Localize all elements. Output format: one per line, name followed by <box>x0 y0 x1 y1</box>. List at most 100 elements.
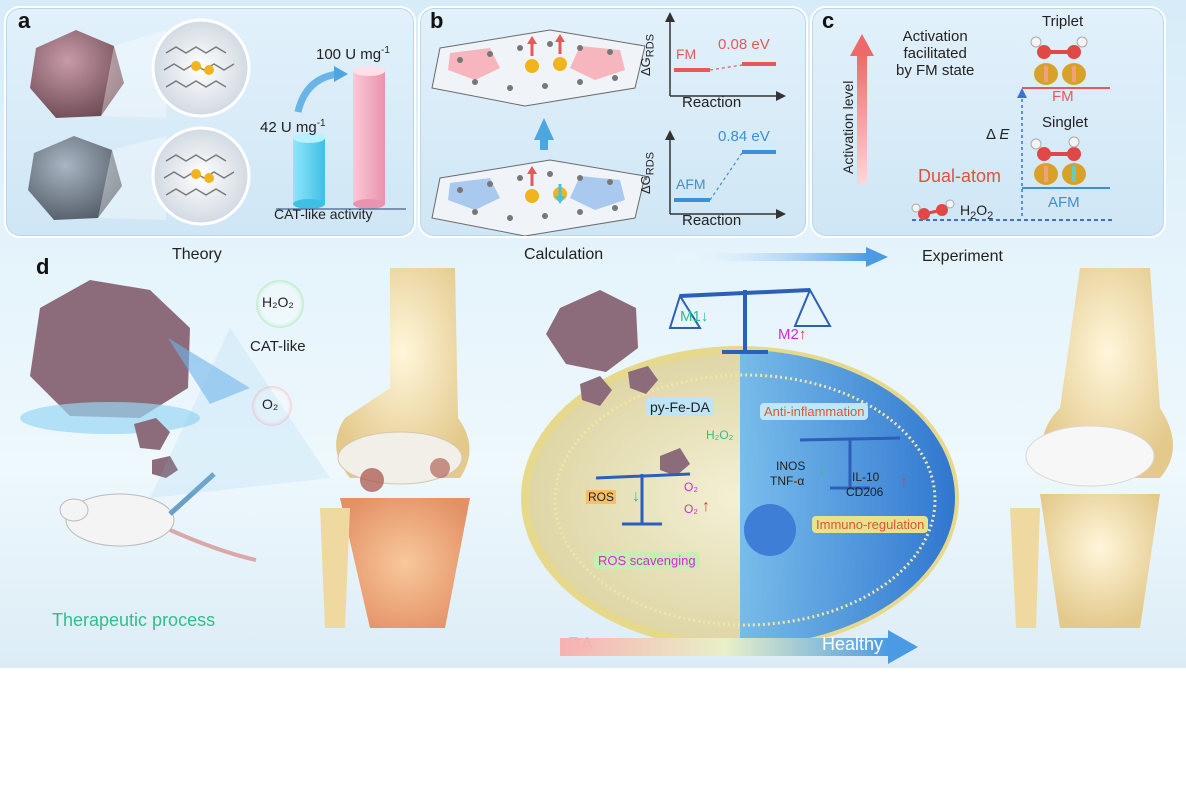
h2o2-o: O <box>976 202 988 218</box>
ylabel-bottom-sub: RDS <box>644 151 657 176</box>
panel-d-illustration <box>20 268 1173 664</box>
m2-text: M2 <box>778 326 799 343</box>
value-high-number: 100 <box>316 46 342 63</box>
il10-up-icon: ↑ <box>900 474 908 491</box>
ylabel-top-main: ΔG <box>638 57 653 76</box>
energy-plot-afm <box>665 130 786 219</box>
ros-down-icon: ↓ <box>632 488 640 505</box>
inos-label: INOS <box>776 459 806 473</box>
ylabel-bottom-main: ΔG <box>638 175 653 194</box>
h2o2-molecule <box>911 199 955 220</box>
m1-label: M1↓ <box>680 308 708 325</box>
panel-c-illustration <box>850 34 1112 221</box>
triplet-molecule <box>1030 36 1088 85</box>
experiment-label: Experiment <box>922 248 1003 265</box>
triplet-label: Triplet <box>1042 13 1084 30</box>
panel-d-label: d <box>36 254 50 279</box>
m1-text: M1 <box>680 308 701 325</box>
panel-c: c <box>810 6 1166 238</box>
dual-atom-label: Dual-atom <box>918 166 1002 186</box>
o2-up-icon: ↑ <box>702 498 710 515</box>
value-low-label: 42 U mg-1 <box>260 118 326 136</box>
balance-scale <box>668 287 832 354</box>
ros-label: ROS <box>586 490 617 504</box>
caption-line-1: Activation <box>902 28 968 45</box>
anti-inflammation-label: Anti-inflammation <box>760 403 869 420</box>
mouse <box>59 472 257 562</box>
m2-label: M2↑ <box>778 326 806 343</box>
calculation-label: Calculation <box>524 246 604 263</box>
cd206-label: CD206 <box>846 485 884 499</box>
bar-high <box>353 66 385 209</box>
o2-label-a: O₂ <box>684 480 698 494</box>
panel-a-label: a <box>18 8 31 33</box>
energy-plot-fm <box>665 12 786 101</box>
down-arrow-icon: ↓ <box>700 308 709 325</box>
nanoparticle-grey <box>28 136 122 220</box>
ylabel-top-sub: RDS <box>644 33 657 58</box>
value-high-label: 100 U mg-1 <box>316 45 390 63</box>
reaction-top-label: Reaction <box>682 94 742 111</box>
value-low-number: 42 <box>260 119 277 136</box>
h2o2-sub2: 2 <box>987 209 994 222</box>
water-splash <box>20 402 200 434</box>
fm-state-label: FM <box>676 46 697 62</box>
panel-b-illustration <box>431 12 786 236</box>
caption-line-3: by FM state <box>896 62 975 79</box>
theory-label: Theory <box>172 246 222 263</box>
il10-label: IL-10 <box>852 470 880 484</box>
nanoparticle-pink <box>30 30 124 118</box>
afm-state-label: AFM <box>676 176 706 192</box>
ra-healthy-bar <box>560 638 890 656</box>
nanoparticle-small-1 <box>134 418 170 450</box>
nanoparticle-cell <box>546 290 638 372</box>
singlet-label: Singlet <box>1042 114 1088 131</box>
o2-bubble <box>252 386 292 426</box>
activity-label: CAT-like activity <box>274 206 373 222</box>
singlet-molecule <box>1030 136 1086 185</box>
fm-label: FM <box>1052 88 1074 105</box>
activation-level-label: Activation level <box>840 80 856 174</box>
panel-b: b <box>418 6 808 238</box>
small-balance-1 <box>595 472 691 526</box>
panel-a: a <box>4 6 416 238</box>
cat-like-label: CAT-like <box>250 338 306 355</box>
panel-c-label: c <box>822 8 835 33</box>
fm-energy-label: 0.08 eV <box>718 36 770 53</box>
delta-symbol: Δ <box>986 126 996 143</box>
healthy-knee <box>1010 268 1173 628</box>
small-balance-2 <box>799 436 901 490</box>
o2-label-b: O₂ <box>684 502 698 516</box>
calc-up-arrow <box>534 118 554 150</box>
figure-canvas: a <box>0 0 1186 668</box>
activation-arrow <box>857 54 867 184</box>
panel-b-label: b <box>430 8 444 33</box>
value-low-unit: U mg <box>280 119 317 136</box>
graphene-afm <box>431 159 646 236</box>
nucleus-sphere <box>744 504 796 556</box>
h2o2-bubble <box>256 280 304 328</box>
h2o2-h: H <box>960 202 971 218</box>
h2o2-label: H2O2 <box>960 202 993 222</box>
ylabel-bottom: ΔGRDS <box>638 152 657 194</box>
therapeutic-process-label: Therapeutic process <box>52 610 216 630</box>
h2o2-sub1: 2 <box>970 209 977 222</box>
activation-caption: Activation facilitated by FM state <box>896 28 974 79</box>
panel-a-illustration <box>28 18 406 226</box>
reaction-bottom-label: Reaction <box>682 212 742 229</box>
delta-letter: E <box>999 126 1010 143</box>
ros-scavenging-label: ROS scavenging <box>594 552 700 569</box>
py-fe-da-label: py-Fe-DA <box>646 398 714 416</box>
afm-label: AFM <box>1048 194 1080 211</box>
macrophage-cell <box>521 290 959 650</box>
ylabel-top: ΔGRDS <box>638 34 657 76</box>
value-high-unit: U mg <box>345 46 382 63</box>
inflamed-knee <box>320 268 470 628</box>
tnf-label: TNF-α <box>770 474 805 488</box>
o2-bubble-label: O₂ <box>262 396 279 412</box>
healthy-label: Healthy <box>822 634 884 654</box>
delta-e-label: Δ E <box>986 126 1009 143</box>
bar-low <box>293 133 325 209</box>
value-high-exp: -1 <box>381 45 390 56</box>
increase-arrow <box>294 70 339 113</box>
